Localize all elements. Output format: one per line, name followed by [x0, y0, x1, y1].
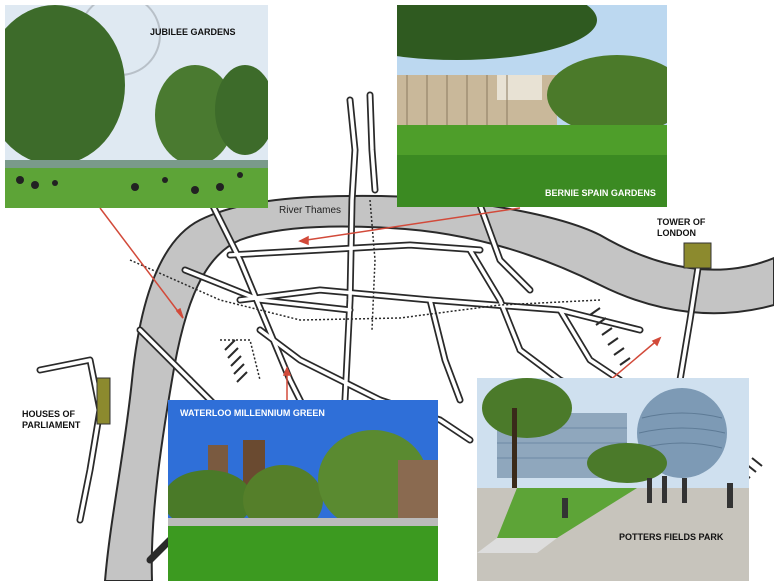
railway-lines [129, 199, 601, 381]
pointer-arrows [99, 207, 662, 400]
waterloo-millennium-green-photo: WATERLOO MILLENNIUM GREEN [168, 400, 438, 581]
houses-of-parliament-label: HOUSES OF PARLIAMENT [22, 409, 81, 430]
bernie-spain-gardens-photo: BERNIE SPAIN GARDENS [397, 5, 667, 207]
jubilee-gardens-photo: JUBILEE GARDENS [5, 5, 268, 208]
waterloo-millennium-green-caption: WATERLOO MILLENNIUM GREEN [180, 408, 325, 418]
river-thames-label: River Thames [279, 205, 342, 216]
potters-fields-park-photo: POTTERS FIELDS PARK [477, 378, 749, 581]
jubilee-gardens-caption: JUBILEE GARDENS [150, 27, 236, 37]
bernie-spain-gardens-caption: BERNIE SPAIN GARDENS [545, 188, 656, 198]
potters-fields-park-caption: POTTERS FIELDS PARK [619, 532, 724, 542]
tower-of-london-marker [683, 242, 712, 269]
tower-of-london-label: TOWER OF LONDON [657, 217, 706, 238]
houses-of-parliament-marker [96, 377, 111, 425]
